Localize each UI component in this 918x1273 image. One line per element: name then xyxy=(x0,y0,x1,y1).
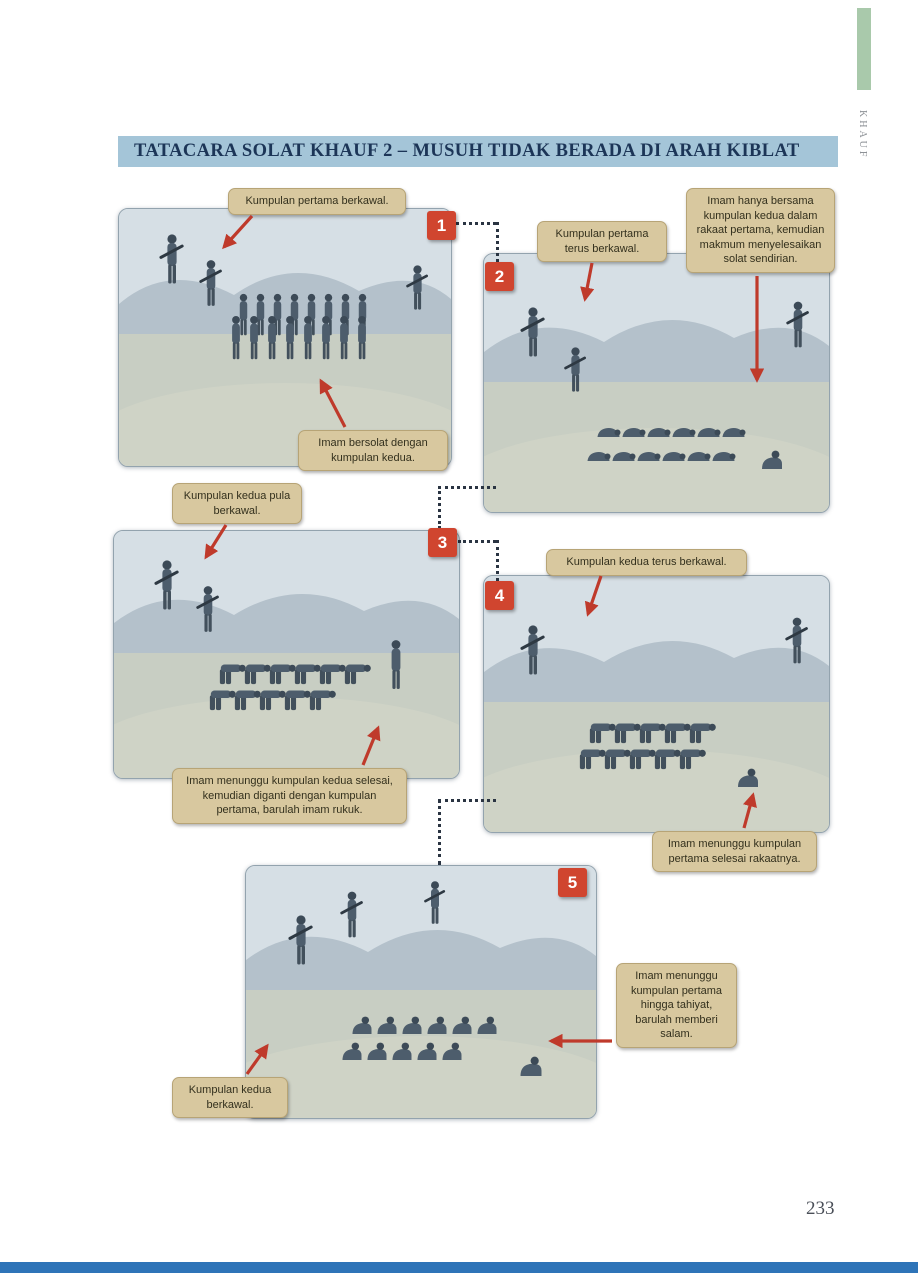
connector-step4-step5-vertical xyxy=(438,799,441,865)
connector-step3-step4-vertical xyxy=(496,540,499,581)
connector-step1-step2-vertical xyxy=(496,222,499,262)
connector-step3-step4-horizontal xyxy=(458,540,496,543)
step-4-badge: 4 xyxy=(485,581,514,610)
connector-step2-step3-vertical xyxy=(438,486,441,529)
callout-step2-top: Kumpulan pertama terus berkawal. xyxy=(537,221,667,263)
side-tab-chapter-label: KHAUF xyxy=(857,110,868,160)
step-4-illustration xyxy=(483,575,830,833)
step-5-badge: 5 xyxy=(558,868,587,897)
callout-step2-right: Imam hanya bersama kumpulan kedua dalam … xyxy=(686,188,835,273)
step-1-illustration xyxy=(118,208,452,467)
chapter-color-tab xyxy=(857,8,871,90)
callout-step4-top: Kumpulan kedua terus berkawal. xyxy=(546,549,747,576)
connector-step2-step3-horizontal xyxy=(438,486,496,489)
callout-step4-bottom: Imam menunggu kumpulan pertama selesai r… xyxy=(652,831,817,873)
page-title: TATACARA SOLAT KHAUF 2 – MUSUH TIDAK BER… xyxy=(134,141,800,161)
connector-step4-step5-horizontal xyxy=(438,799,496,802)
callout-step1-top: Kumpulan pertama berkawal. xyxy=(228,188,406,215)
callout-step3-bottom: Imam menunggu kumpulan kedua selesai, ke… xyxy=(172,768,407,824)
step-2-illustration xyxy=(483,253,830,513)
footer-bar xyxy=(0,1262,918,1273)
callout-step5-bottom: Kumpulan kedua berkawal. xyxy=(172,1077,288,1119)
step-2-badge: 2 xyxy=(485,262,514,291)
callout-step3-top: Kumpulan kedua pula berkawal. xyxy=(172,483,302,525)
step-1-badge: 1 xyxy=(427,211,456,240)
connector-step1-step2-horizontal xyxy=(456,222,496,225)
callout-step5-right: Imam menunggu kumpulan pertama hingga ta… xyxy=(616,963,737,1048)
step-5-illustration xyxy=(245,865,597,1119)
page-number: 233 xyxy=(806,1198,835,1219)
page-title-bar: TATACARA SOLAT KHAUF 2 – MUSUH TIDAK BER… xyxy=(118,136,838,167)
callout-step1-bottom: Imam bersolat dengan kumpulan kedua. xyxy=(298,430,448,472)
step-3-badge: 3 xyxy=(428,528,457,557)
step-3-illustration xyxy=(113,530,460,779)
